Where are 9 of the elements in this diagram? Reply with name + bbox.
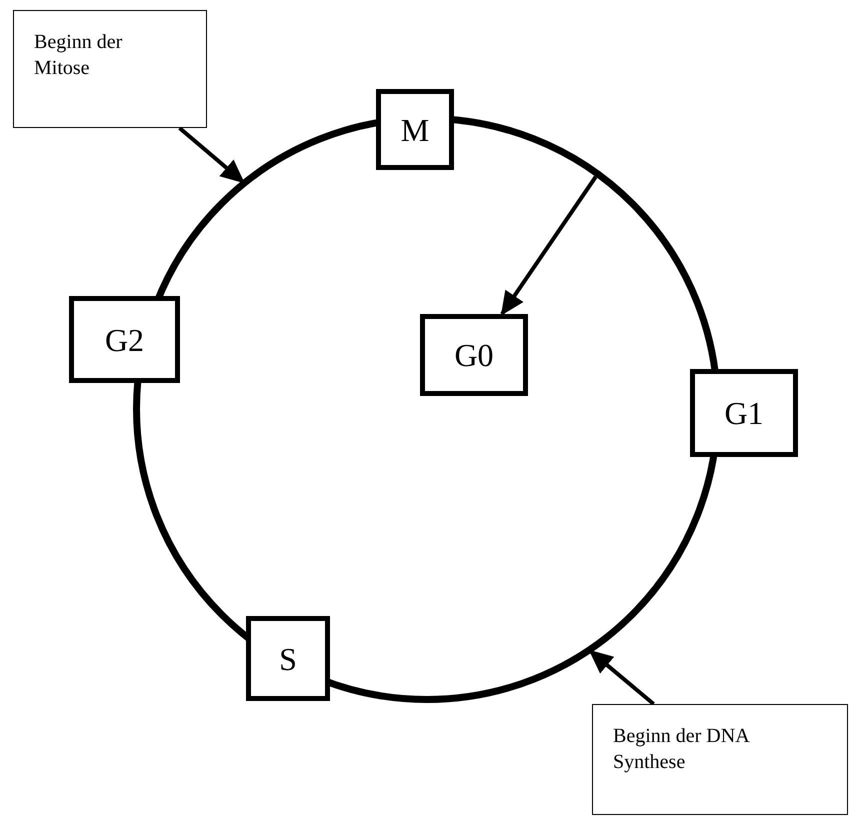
arrow: [588, 650, 655, 706]
phase-box: G1: [690, 369, 798, 457]
arrow: [500, 176, 598, 316]
callout-box: Beginn der Mitose: [13, 10, 207, 128]
phase-box: G0: [420, 314, 528, 396]
arrow: [178, 126, 245, 184]
phase-box: M: [376, 89, 454, 170]
callout-box: Beginn der DNA Synthese: [592, 704, 848, 815]
phase-box: G2: [69, 296, 180, 383]
